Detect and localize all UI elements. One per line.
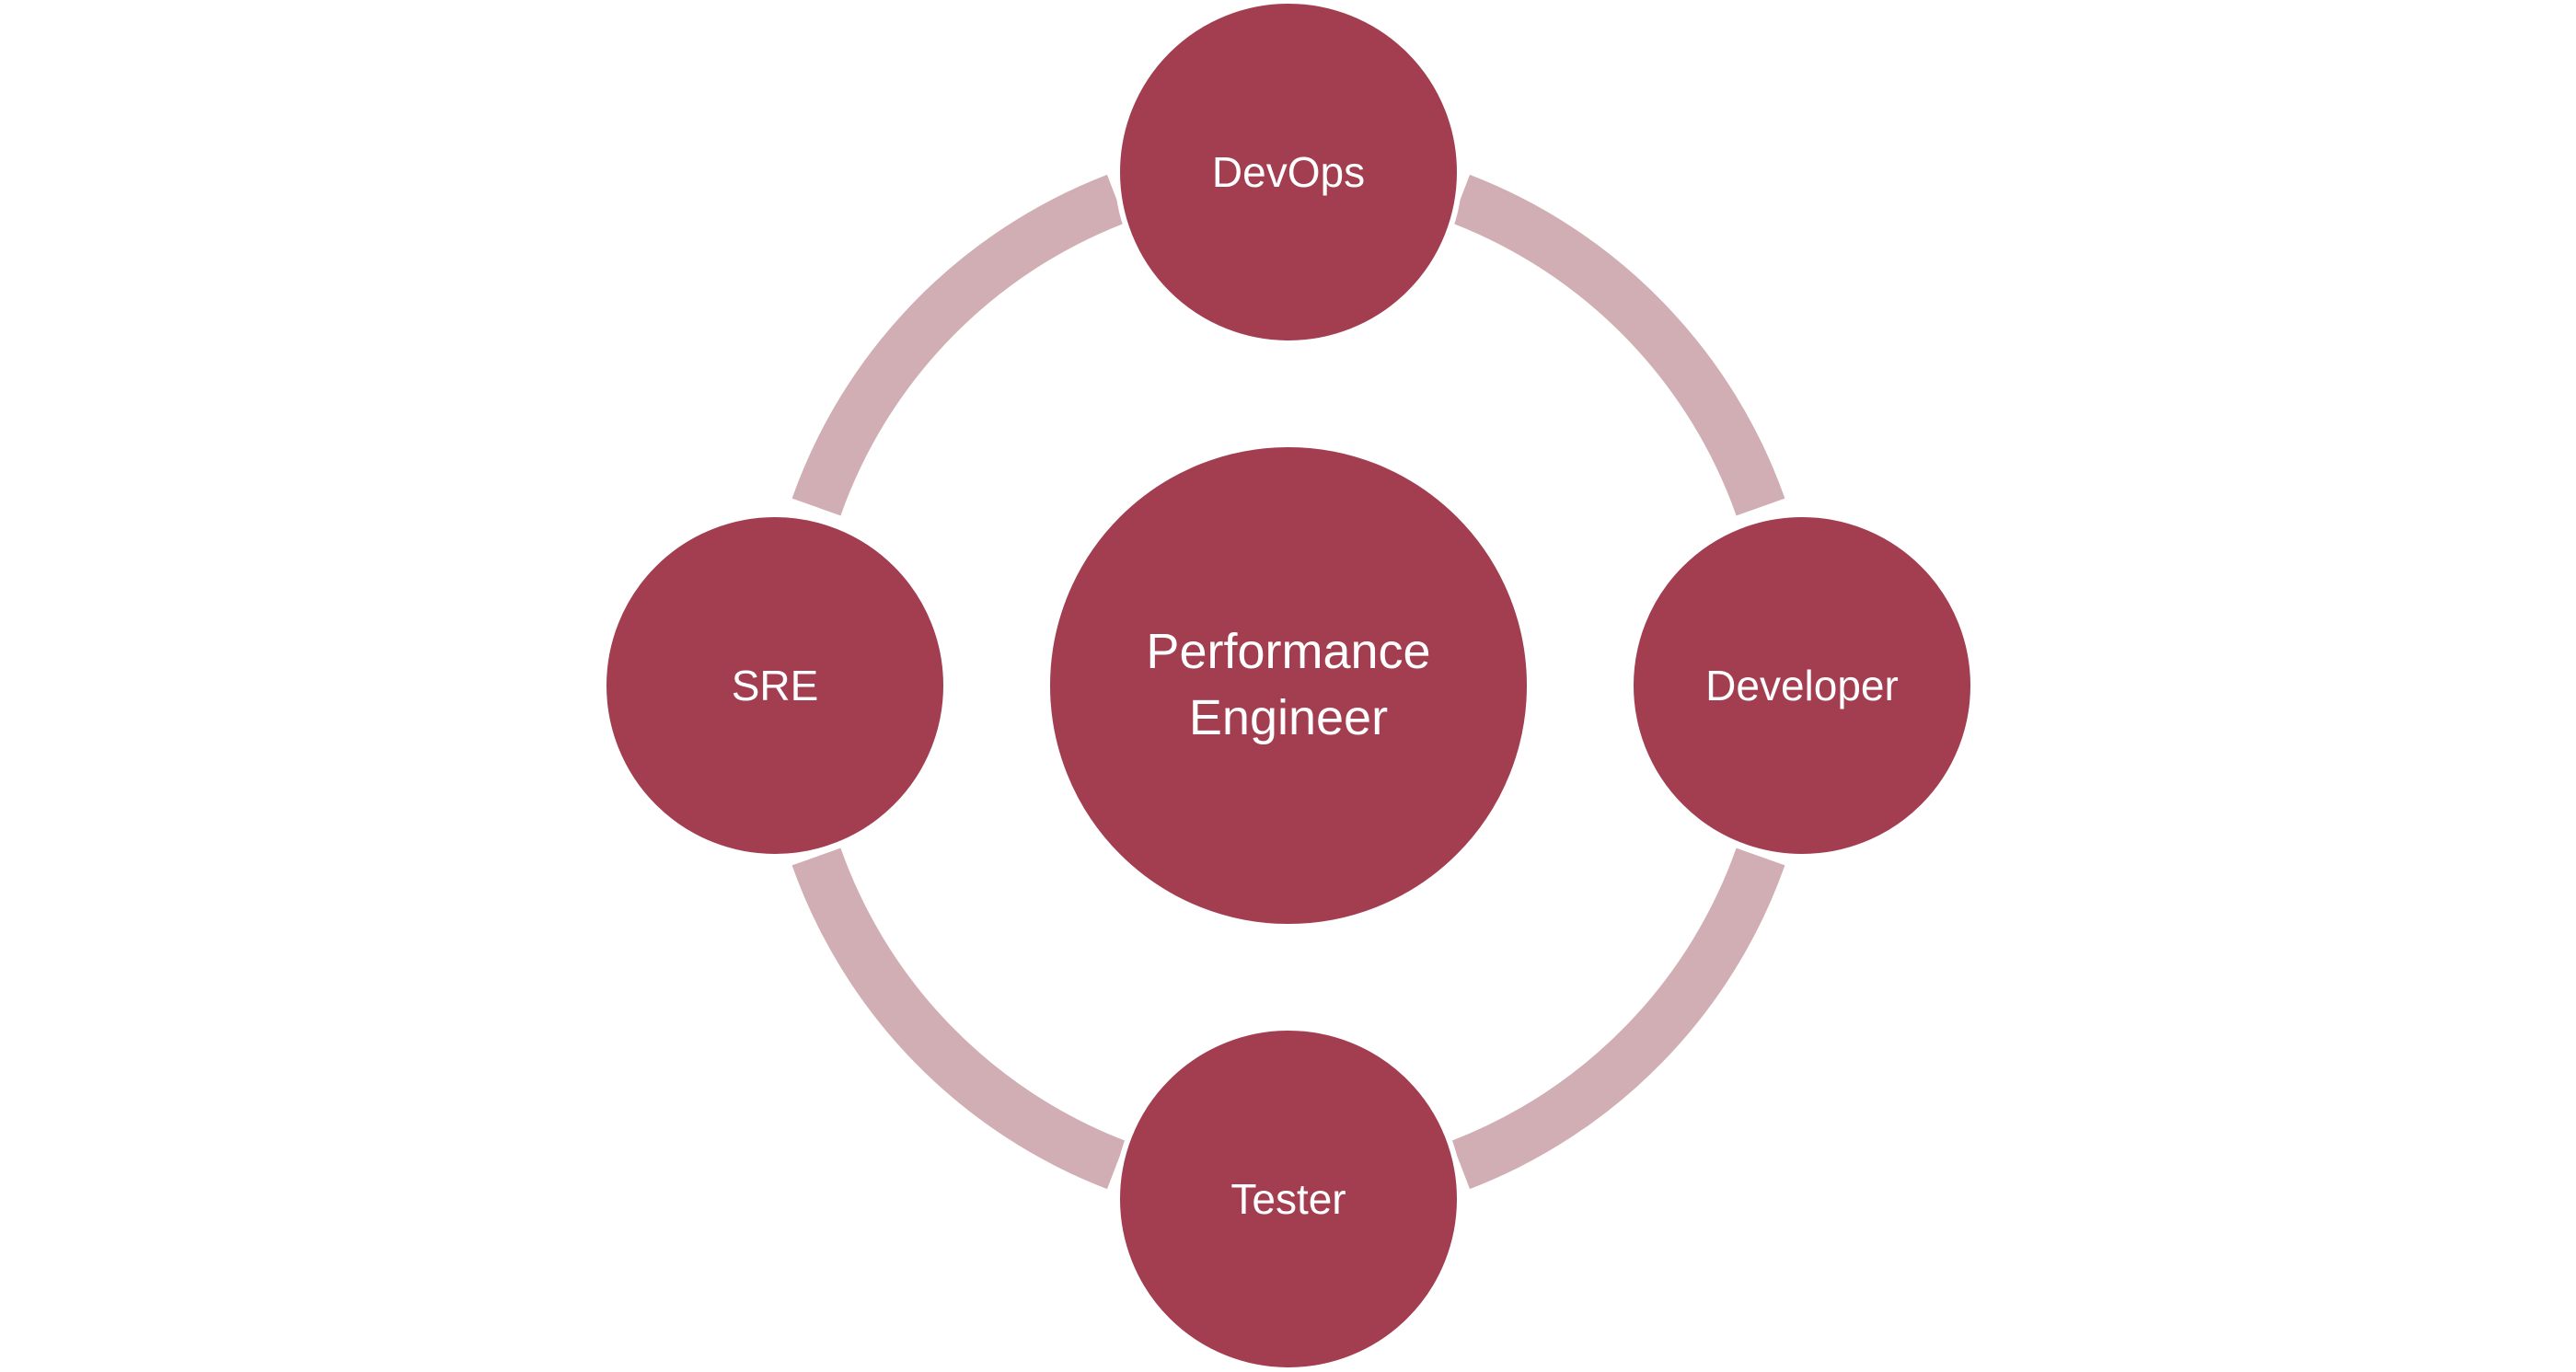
node-tester: Tester	[1115, 1025, 1462, 1372]
node-devops-label: DevOps	[1212, 148, 1365, 196]
center-node: Performance Engineer	[1045, 442, 1532, 929]
node-developer-label: Developer	[1705, 662, 1899, 709]
node-developer: Developer	[1628, 512, 1976, 859]
arc-tester-sre	[791, 847, 1126, 1190]
node-devops: DevOps	[1115, 0, 1462, 346]
center-label-line1: Performance	[1146, 624, 1430, 679]
connector-ring	[791, 174, 1785, 1190]
node-tester-label: Tester	[1230, 1175, 1346, 1223]
arc-sre-devops	[791, 174, 1126, 516]
node-sre: SRE	[601, 512, 949, 859]
center-label-line2: Engineer	[1189, 690, 1388, 745]
arc-developer-tester	[1450, 847, 1785, 1190]
node-sre-label: SRE	[732, 662, 819, 709]
arc-devops-developer	[1450, 174, 1785, 516]
